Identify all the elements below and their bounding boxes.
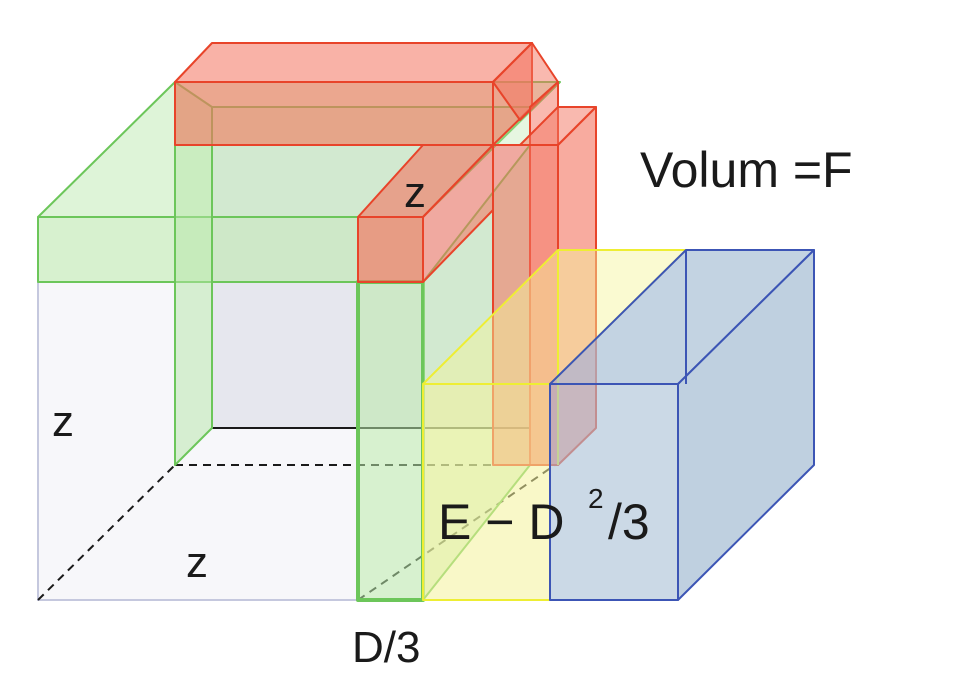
expression-label: E − D 2 /3	[438, 483, 650, 550]
d-third-label: D/3	[352, 623, 420, 672]
yellow-front	[422, 383, 551, 601]
red-top-bar-front	[174, 81, 494, 146]
expression-base: E − D	[438, 494, 564, 550]
green-column-front	[356, 280, 425, 602]
blue-box	[549, 249, 815, 601]
hidden-edge-diagonal	[37, 464, 176, 601]
red-top-bar-top	[174, 42, 533, 83]
red-corner-cube-side	[422, 144, 494, 283]
z-label-left: z	[52, 397, 74, 446]
blue-front	[549, 383, 679, 601]
expression-tail: /3	[608, 494, 650, 550]
red-corner-cube-front	[357, 216, 424, 283]
volume-label: Volum =F	[640, 142, 853, 198]
z-label-bottom: z	[186, 538, 208, 587]
z-label-top: z	[404, 168, 426, 217]
expression-exponent: 2	[588, 483, 604, 514]
yellow-slab	[422, 249, 687, 601]
